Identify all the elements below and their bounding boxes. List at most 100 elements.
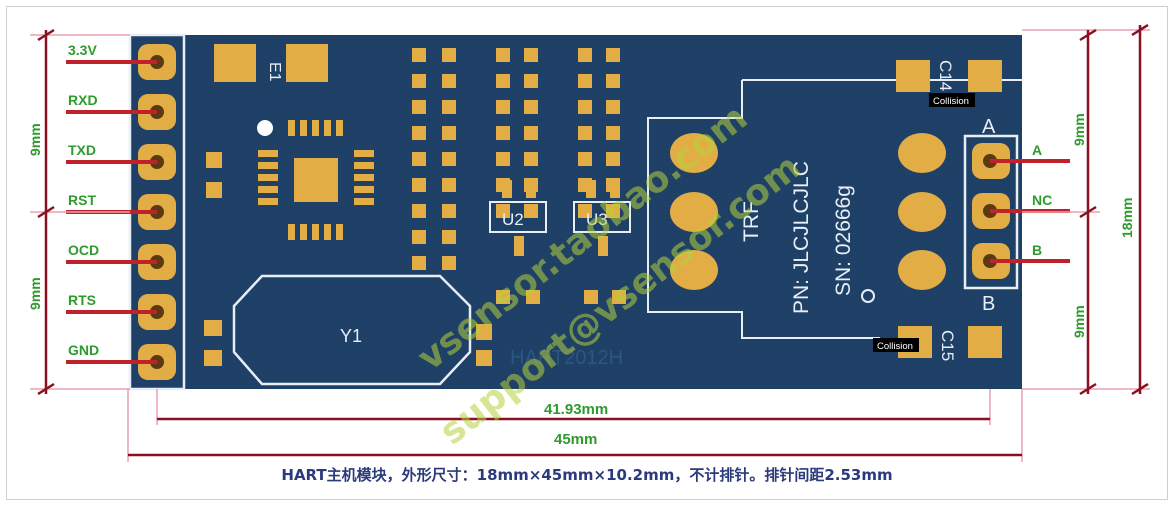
smd-pad: [412, 100, 426, 114]
smd-pad: [496, 74, 510, 88]
trf-pad-5: [898, 192, 946, 232]
smd-pad: [204, 350, 222, 366]
smd-pad: [606, 100, 620, 114]
collision-tag-top: Collision: [933, 96, 969, 107]
smd-pad: [206, 152, 222, 168]
right-pin-label: B: [1032, 242, 1042, 258]
smd-pad: [524, 126, 538, 140]
smd-pad: [288, 120, 295, 136]
pad-c15-b: [968, 326, 1002, 358]
smd-pad: [612, 290, 626, 304]
trf-pad-3: [670, 250, 718, 290]
smd-pad: [578, 126, 592, 140]
smd-pad: [496, 48, 510, 62]
silk-c15: C15: [938, 330, 957, 361]
smd-pad: [584, 290, 598, 304]
smd-pad: [336, 120, 343, 136]
smd-pad: [442, 48, 456, 62]
left-pin-label: RST: [68, 192, 96, 208]
pad-c14-a: [896, 60, 930, 92]
left-pin-label: OCD: [68, 242, 99, 258]
smd-pad: [412, 178, 426, 192]
smd-pad: [354, 174, 374, 181]
pad-e1-b: [286, 44, 328, 82]
smd-pad: [442, 126, 456, 140]
smd-pad: [526, 180, 536, 198]
trf-pad-1: [670, 133, 718, 173]
smd-pad: [412, 74, 426, 88]
dim-right-top: 9mm: [1071, 113, 1087, 146]
smd-pad: [442, 230, 456, 244]
smd-pad: [442, 74, 456, 88]
smd-pad: [606, 152, 620, 166]
left-pin-label: 3.3V: [68, 42, 97, 58]
smd-pad: [496, 204, 510, 218]
left-pin-label: RXD: [68, 92, 98, 108]
smd-pad: [412, 152, 426, 166]
smd-pad: [496, 152, 510, 166]
smd-pad: [258, 198, 278, 205]
smd-pad: [412, 204, 426, 218]
smd-pad: [412, 48, 426, 62]
smd-pad: [258, 174, 278, 181]
smd-pad: [354, 162, 374, 169]
smd-pad: [324, 224, 331, 240]
smd-pad: [442, 178, 456, 192]
collision-tag-bottom: Collision: [877, 341, 913, 352]
smd-pad: [524, 74, 538, 88]
smd-pad: [258, 150, 278, 157]
smd-pad: [354, 150, 374, 157]
smd-pad: [324, 120, 331, 136]
smd-components: [204, 48, 626, 366]
smd-pad: [598, 236, 608, 256]
silk-u2: U2: [502, 210, 524, 229]
smd-pad: [442, 204, 456, 218]
smd-pad: [526, 290, 540, 304]
smd-pad: [496, 126, 510, 140]
smd-pad: [258, 162, 278, 169]
smd-pad: [300, 120, 307, 136]
silk-sn: SN: 02666g: [832, 185, 855, 296]
smd-pad: [578, 100, 592, 114]
dim-total-width: 45mm: [554, 431, 597, 448]
dim-right-bottom: 9mm: [1071, 305, 1087, 338]
collision-tag-bottom-bg: [873, 338, 919, 352]
dim-left-top: 9mm: [27, 123, 43, 156]
smd-pad: [606, 204, 620, 218]
silk-u3: U3: [586, 210, 608, 229]
smd-pad: [476, 324, 492, 340]
silk-trf: TRF: [740, 201, 763, 242]
silk-board-name: HART2012H: [510, 347, 623, 369]
smd-pad: [586, 180, 596, 198]
dim-left-bottom: 9mm: [27, 277, 43, 310]
dim-right-total: 18mm: [1119, 198, 1135, 238]
smd-pad: [204, 320, 222, 336]
smd-pad: [258, 186, 278, 193]
smd-pad: [412, 126, 426, 140]
pad-e1-a: [214, 44, 256, 82]
smd-pad: [206, 182, 222, 198]
collision-tag-top-bg: [929, 93, 975, 107]
smd-pad: [524, 48, 538, 62]
smd-pad: [336, 224, 343, 240]
crystal-outline: [232, 274, 472, 386]
chip-pin1-dot: [257, 120, 273, 136]
trf-pad-2: [670, 192, 718, 232]
smd-pad: [300, 224, 307, 240]
silk-c14: C14: [936, 60, 955, 91]
silk-pn: PN: JLCJLCJLC: [790, 161, 813, 314]
smd-pad: [606, 126, 620, 140]
module-caption: HART主机模块，外形尺寸：18mm×45mm×10.2mm，不计排针。排针间距…: [281, 466, 893, 484]
smd-pad: [606, 74, 620, 88]
smd-pad: [412, 256, 426, 270]
pcb-board: [130, 35, 1022, 389]
smd-pad: [496, 290, 510, 304]
smd-pad: [412, 230, 426, 244]
u2-outline: [489, 201, 547, 233]
silk-y1: Y1: [340, 326, 362, 346]
smd-pad: [288, 224, 295, 240]
dimension-lines: [37, 23, 1149, 396]
